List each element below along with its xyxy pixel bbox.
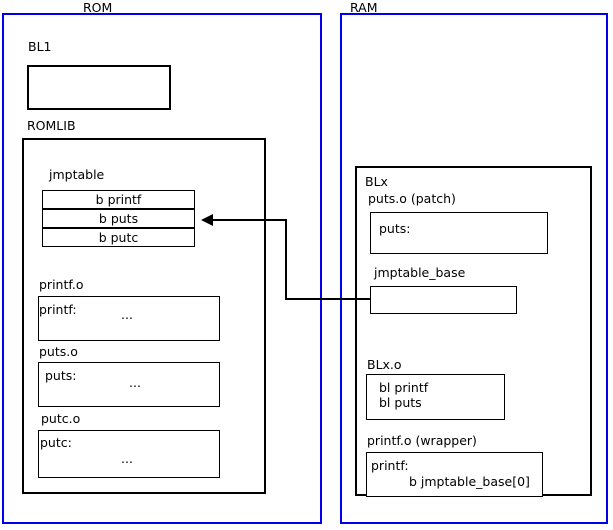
puts-patch-box: puts: bbox=[370, 212, 548, 254]
printf-wrapper-symbol: printf: bbox=[371, 458, 409, 473]
connector-segment-horizontal-lower bbox=[285, 298, 371, 300]
putc-o-box: putc: ... bbox=[38, 430, 220, 478]
jmptable-base-label: jmptable_base bbox=[374, 265, 466, 280]
bl1-box bbox=[27, 65, 171, 110]
connector-arrowhead-icon bbox=[201, 214, 213, 226]
puts-o-box: puts: ... bbox=[38, 362, 220, 407]
printf-wrapper-label: printf.o (wrapper) bbox=[367, 433, 477, 448]
connector-segment-horizontal-upper bbox=[212, 219, 287, 221]
putc-o-body: ... bbox=[121, 451, 133, 466]
jmptable-label: jmptable bbox=[49, 167, 105, 182]
blx-o-box: bl printf bl puts bbox=[366, 374, 505, 420]
printf-wrapper-branch: b jmptable_base[0] bbox=[409, 474, 530, 489]
bl1-label: BL1 bbox=[28, 39, 52, 54]
jmptable-row-putc: b putc bbox=[42, 228, 195, 247]
blx-label: BLx bbox=[365, 174, 388, 189]
putc-o-label: putc.o bbox=[41, 411, 81, 426]
connector-segment-vertical bbox=[285, 219, 287, 300]
jmptable-row-puts: b puts bbox=[42, 209, 195, 228]
puts-patch-label: puts.o (patch) bbox=[368, 191, 456, 206]
rom-region-label: ROM bbox=[83, 0, 113, 15]
putc-o-symbol: putc: bbox=[40, 435, 72, 450]
blx-o-line-bl-puts: bl puts bbox=[379, 395, 422, 410]
printf-wrapper-box: printf: b jmptable_base[0] bbox=[366, 452, 543, 497]
printf-o-symbol: printf: bbox=[39, 302, 77, 317]
puts-patch-symbol: puts: bbox=[379, 221, 411, 236]
blx-o-line-bl-printf: bl printf bbox=[379, 380, 429, 395]
puts-o-body: ... bbox=[129, 375, 141, 390]
printf-o-body: ... bbox=[121, 307, 133, 322]
jmptable-base-box bbox=[370, 286, 517, 314]
jmptable-row-printf: b printf bbox=[42, 190, 195, 209]
romlib-label: ROMLIB bbox=[27, 118, 76, 133]
blx-o-label: BLx.o bbox=[367, 357, 402, 372]
puts-o-symbol: puts: bbox=[45, 368, 77, 383]
ram-region-label: RAM bbox=[350, 0, 378, 15]
printf-o-box: printf: ... bbox=[38, 296, 220, 341]
puts-o-label: puts.o bbox=[39, 344, 78, 359]
printf-o-label: printf.o bbox=[39, 277, 84, 292]
